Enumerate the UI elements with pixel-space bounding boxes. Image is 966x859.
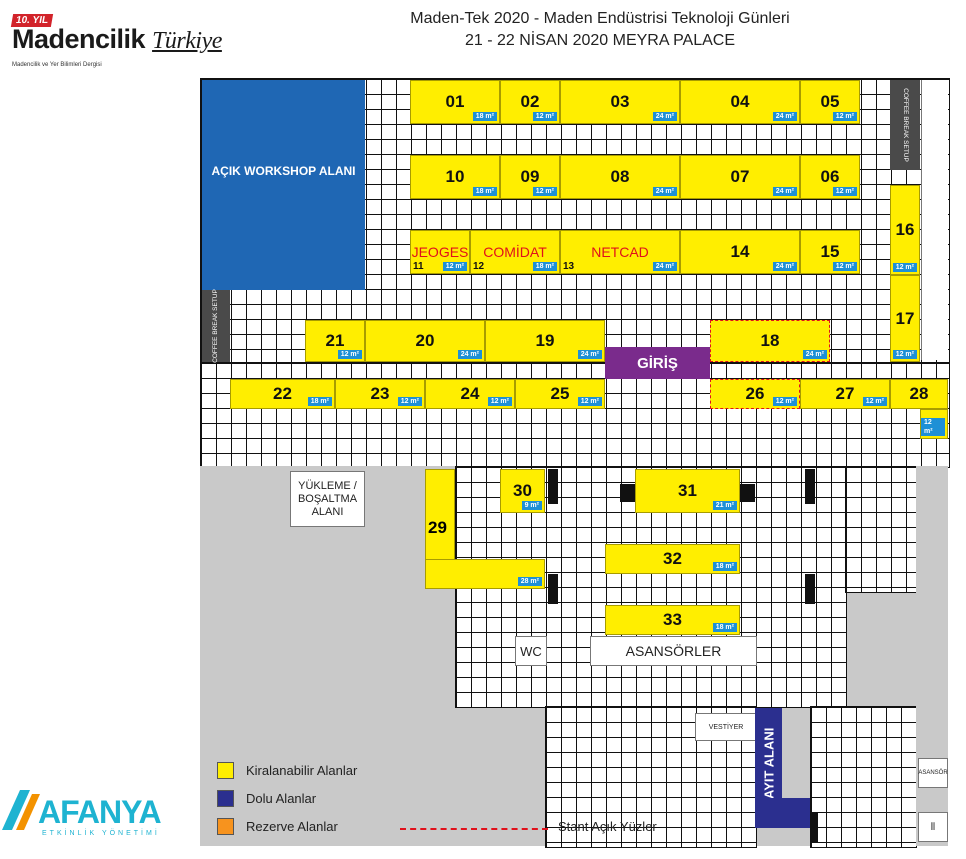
entrance-giris[interactable]: GİRİŞ — [605, 347, 710, 379]
lower-hall-grid-southeast — [810, 706, 917, 848]
booth-28[interactable]: 28 — [890, 379, 948, 409]
legend-available: Kiralanabilir Alanlar — [246, 763, 358, 778]
title-line-1: Maden-Tek 2020 - Maden Endüstrisi Teknol… — [410, 10, 790, 27]
legend-swatch-reserved — [217, 818, 234, 835]
pillar — [740, 484, 755, 502]
legend-reserved: Rezerve Alanlar — [246, 819, 338, 834]
afanya-logo: AFANYA ETKİNLİK YÖNETİMİ — [0, 786, 190, 846]
pillar — [548, 574, 558, 604]
right-wall — [916, 466, 948, 846]
pillar — [548, 469, 558, 504]
afanya-brand: AFANYA — [38, 794, 162, 830]
cloakroom: VESTİYER — [695, 713, 757, 741]
logo-tagline: Madencilik ve Yer Bilimleri Dergisi — [12, 62, 102, 68]
afanya-mark-icon — [2, 790, 40, 830]
loading-unloading-area: YÜKLEME / BOŞALTMA ALANI — [290, 471, 365, 527]
legend-swatch-full — [217, 790, 234, 807]
lower-hall-grid-east — [845, 466, 917, 593]
legend-open-faces-line — [400, 828, 548, 830]
madencilik-turkiye-logo: 10. YIL Madencilik Türkiye Madencilik ve… — [6, 14, 256, 72]
legend-swatch-available — [217, 762, 234, 779]
booth-29-number: 29 — [428, 518, 447, 537]
elevators: ASANSÖRLER — [590, 636, 757, 666]
afanya-tagline: ETKİNLİK YÖNETİMİ — [42, 830, 160, 837]
coffee-break-setup-west: COFFEE BREAK SETUP — [202, 289, 230, 363]
page-title: Maden-Tek 2020 - Maden Endüstrisi Teknol… — [330, 8, 870, 52]
coffee-break-setup-north: COFFEE BREAK SETUP — [890, 80, 920, 170]
title-line-2: 21 - 22 NİSAN 2020 MEYRA PALACE — [464, 32, 736, 49]
pillar — [810, 812, 818, 842]
pillar — [805, 574, 815, 604]
stairs-icon: ⦀ — [918, 812, 948, 842]
pillar — [620, 484, 635, 502]
logo-brand: Madencilik Türkiye — [12, 24, 222, 54]
booth-28-extension[interactable]: 12 m² — [920, 409, 948, 439]
wc: WC — [515, 636, 547, 666]
registration-area-base — [755, 798, 810, 828]
booth-29-base[interactable]: 28 m² — [425, 559, 545, 589]
right-wall-white — [921, 80, 948, 360]
legend-full: Dolu Alanlar — [246, 791, 317, 806]
open-workshop-area[interactable]: AÇIK WORKSHOP ALANI — [202, 80, 365, 290]
elevator-small: ASANSÖR — [918, 758, 948, 788]
corridor-grid — [200, 362, 950, 468]
pillar — [805, 469, 815, 504]
legend-open-faces: Stant Açık Yüzler — [558, 819, 657, 834]
